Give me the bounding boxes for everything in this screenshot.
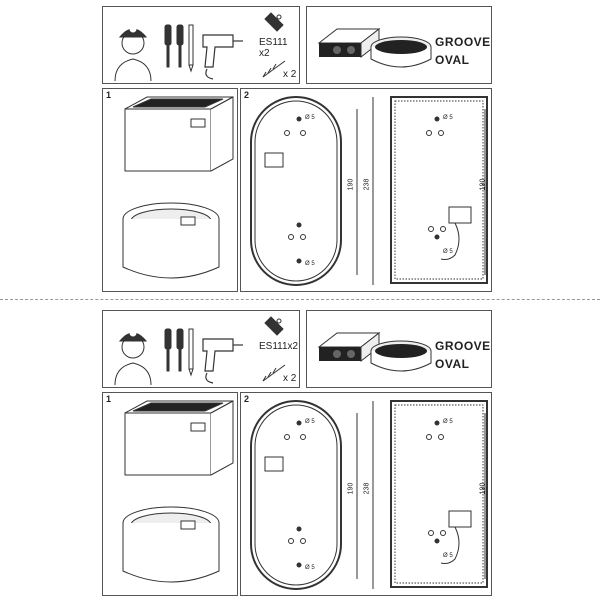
rect-inner-dimension: 190 <box>479 178 487 191</box>
drill-icon <box>202 34 243 80</box>
product-drawing <box>317 331 432 372</box>
product-drawing <box>317 27 432 68</box>
tools-panel: ES111x2 x 2 <box>102 310 300 388</box>
instruction-sheet-top: ES111 x2 x 2 GROOVE OVAL 1 <box>0 0 600 296</box>
oval-inner-dimension: 190 <box>347 482 355 495</box>
worker-icon <box>114 25 152 82</box>
screwdriver-icon <box>164 24 184 68</box>
step2-drawing <box>250 400 488 590</box>
bulb-quantity-label: ES111 x2 <box>259 37 288 59</box>
instruction-sheet-bottom: ES111x2 x 2 GROOVE OVAL 1 <box>0 304 600 600</box>
oval-template-outline <box>250 96 342 286</box>
groove-fixture-icon <box>317 331 381 363</box>
product-panel: GROOVE OVAL <box>306 6 492 84</box>
product-name-line2: OVAL <box>435 357 470 371</box>
hole-diameter-label: Ø 5 <box>443 115 453 121</box>
cut-line <box>0 299 600 300</box>
bulb-icon <box>264 316 284 336</box>
step1-panel: 1 <box>102 392 238 596</box>
rect-fixture-open-icon <box>124 96 234 172</box>
tools-drawing <box>114 316 286 386</box>
oval-template-outline <box>250 400 342 590</box>
bulb-quantity-label: ES111x2 <box>259 341 299 352</box>
screw-icon <box>262 364 286 382</box>
hole-diameter-label: Ø 5 <box>443 419 453 425</box>
drill-icon <box>202 338 243 384</box>
dimension-lines-oval <box>356 401 374 589</box>
oval-inner-dimension: 190 <box>347 178 355 191</box>
pencil-icon <box>188 24 194 73</box>
screw-icon <box>262 60 286 78</box>
rect-template-outline <box>390 96 488 284</box>
hole-diameter-label: Ø 5 <box>305 419 315 425</box>
product-panel: GROOVE OVAL <box>306 310 492 388</box>
rect-fixture-open-icon <box>124 400 234 476</box>
oval-fixture-icon <box>370 36 432 68</box>
step1-drawing <box>122 96 234 279</box>
step2-number: 2 <box>244 394 250 404</box>
hole-diameter-label: Ø 5 <box>305 115 315 121</box>
hole-diameter-label: Ø 5 <box>443 553 453 559</box>
oval-outer-dimension: 238 <box>363 482 371 495</box>
step2-panel: 2 <box>240 88 492 292</box>
product-name-line1: GROOVE <box>435 339 491 353</box>
tools-drawing <box>114 12 286 82</box>
product-name-line2: OVAL <box>435 53 470 67</box>
hole-diameter-label: Ø 5 <box>305 565 315 571</box>
worker-icon <box>114 329 152 386</box>
screwdriver-icon <box>164 328 184 372</box>
tools-panel: ES111 x2 x 2 <box>102 6 300 84</box>
hole-diameter-label: Ø 5 <box>305 261 315 267</box>
screw-quantity-label: x 2 <box>283 69 297 80</box>
dimension-lines-oval <box>356 97 374 285</box>
oval-fixture-open-icon <box>122 202 220 279</box>
screw-quantity-label: x 2 <box>283 373 297 384</box>
rect-inner-dimension: 190 <box>479 482 487 495</box>
oval-fixture-open-icon <box>122 506 220 583</box>
groove-fixture-icon <box>317 27 381 59</box>
step2-panel: 2 <box>240 392 492 596</box>
oval-fixture-icon <box>370 340 432 372</box>
step1-panel: 1 <box>102 88 238 292</box>
hole-diameter-label: Ø 5 <box>443 249 453 255</box>
step2-number: 2 <box>244 90 250 100</box>
step2-drawing <box>250 96 488 286</box>
oval-outer-dimension: 238 <box>363 178 371 191</box>
product-name-line1: GROOVE <box>435 35 491 49</box>
step1-number: 1 <box>106 394 112 404</box>
bulb-icon <box>264 12 284 32</box>
step1-number: 1 <box>106 90 112 100</box>
pencil-icon <box>188 328 194 377</box>
step1-drawing <box>122 400 234 583</box>
rect-template-outline <box>390 400 488 588</box>
